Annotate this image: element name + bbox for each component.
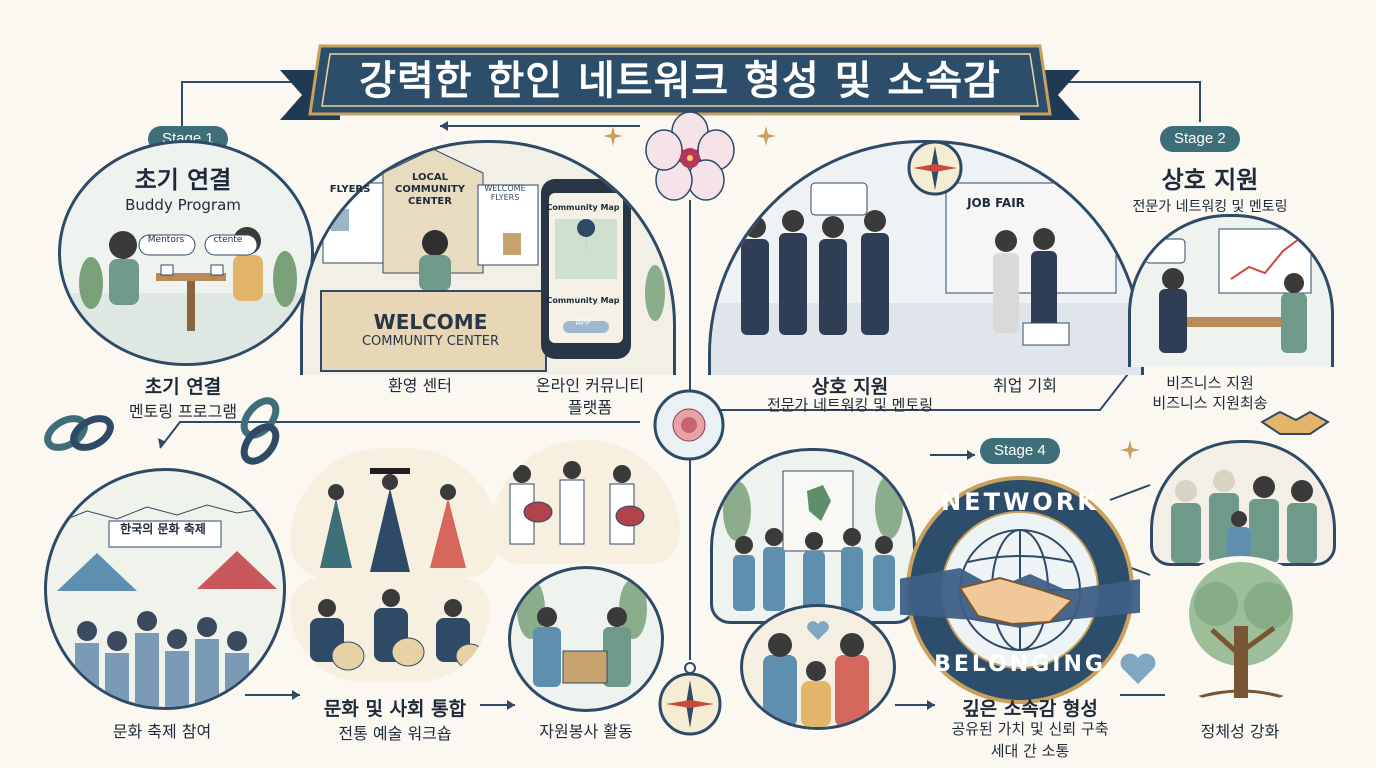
business-support-caption-2: 비즈니스 지원최송 xyxy=(1152,394,1268,412)
festival-caption: 문화 축제 참여 xyxy=(112,722,212,741)
traditional-dance-illustration xyxy=(320,468,466,572)
center-sign-line3: CENTER xyxy=(408,196,452,207)
business-support-scene xyxy=(1128,214,1334,367)
phone-map-bottom: Community Map xyxy=(546,296,620,305)
flyers-label: FLYERS xyxy=(329,184,371,195)
culture-caption-title: 문화 및 사회 통합 xyxy=(323,698,467,720)
volunteer-scene xyxy=(508,566,664,712)
family-illustration xyxy=(763,633,869,727)
workshop-drummers-illustration xyxy=(310,589,485,671)
festival-illustration xyxy=(56,504,277,707)
drum-performers-illustration xyxy=(509,461,645,545)
workshop-scene xyxy=(290,578,490,682)
hibiscus-flower-icon xyxy=(645,111,735,201)
desk-title: WELCOME xyxy=(373,310,488,334)
mutual-support-caption-sub: 전문가 네트워킹 및 멘토링 xyxy=(766,396,934,414)
bubble-mentors: Mentors xyxy=(147,235,185,245)
generations-scene xyxy=(1150,440,1336,566)
community-circle-scene xyxy=(710,448,916,624)
welcome-center-caption: 환영 센터 xyxy=(388,376,452,395)
title-banner-shape xyxy=(280,44,1080,120)
stage1-subtitle: Buddy Program xyxy=(125,196,241,214)
tree-icon xyxy=(1189,562,1293,700)
stage4-caption-title: 깊은 소속감 형성 xyxy=(962,698,1098,720)
network-belonging-emblem xyxy=(900,476,1140,704)
compass-icon xyxy=(907,140,963,196)
festival-banner: 한국의 문화 축제 xyxy=(120,522,206,536)
sparkle-icon xyxy=(756,126,776,146)
handshake-icon xyxy=(1260,410,1330,435)
job-opportunity-caption: 취업 기회 xyxy=(993,376,1057,395)
sparkle-icon xyxy=(1120,440,1140,460)
dance-scene xyxy=(290,448,500,578)
chain-link-icon xyxy=(240,397,280,465)
center-sign-line1: LOCAL xyxy=(412,172,448,183)
pocket-compass-icon xyxy=(658,662,722,736)
stage2-title: 상호 지원 xyxy=(1161,166,1259,194)
business-meeting-illustration xyxy=(1144,228,1312,353)
stage2-badge: Stage 2 xyxy=(1160,126,1240,152)
online-caption-1: 온라인 커뮤니티 xyxy=(535,376,645,395)
emblem-top-text: NETWORK xyxy=(941,488,1099,516)
title-banner: 강력한 한인 네트워크 형성 및 소속감 xyxy=(359,58,1001,104)
online-caption-2: 플랫폼 xyxy=(567,398,613,417)
stage1-caption-sub: 멘토링 프로그램 xyxy=(128,402,238,421)
heart-icon xyxy=(1120,653,1156,684)
business-support-caption-1: 비즈니스 지원 xyxy=(1166,374,1254,392)
emblem-bottom-text: BELONGING xyxy=(934,652,1106,677)
multigeneration-family-illustration xyxy=(1171,470,1317,563)
mutual-support-caption: 상호 지원 xyxy=(811,376,889,398)
networking-illustration xyxy=(711,182,1141,375)
volunteer-caption: 자원봉사 활동 xyxy=(539,722,633,741)
stage1-caption-title: 초기 연결 xyxy=(144,376,222,398)
stage4-caption-sub1: 공유된 가치 및 신뢰 구축 xyxy=(951,720,1109,738)
center-sign-line2: COMMUNITY xyxy=(394,184,465,195)
culture-caption-sub: 전통 예술 워크숍 xyxy=(338,724,452,743)
sparkle-icon xyxy=(603,126,623,146)
bubble-ctente: ctente xyxy=(213,235,243,245)
identity-caption: 정체성 강화 xyxy=(1200,722,1280,741)
stage1-title: 초기 연결 xyxy=(134,166,232,194)
phone-map-title: Community Map xyxy=(546,203,620,212)
job-fair-sign: JOB FAIR xyxy=(967,196,1025,210)
stage2-subtitle: 전문가 네트워킹 및 멘토링 xyxy=(1132,199,1288,215)
rose-medallion-icon xyxy=(653,389,725,461)
welcome-flyers-label: WELCOME FLYERS xyxy=(484,184,526,202)
chain-link-icon xyxy=(44,415,114,451)
volunteer-illustration xyxy=(517,579,647,687)
stage4-caption-sub2: 세대 간 소통 xyxy=(990,742,1070,760)
desk-subtitle: COMMUNITY CENTER xyxy=(361,334,500,349)
festival-scene xyxy=(44,468,286,710)
stage4-badge: Stage 4 xyxy=(980,438,1060,464)
welcome-desk-illustration xyxy=(320,148,665,372)
identity-tree-scene xyxy=(1156,556,1326,706)
community-circle-illustration xyxy=(723,470,903,611)
phone-app-button: APP xyxy=(575,318,591,327)
heart-icon xyxy=(807,621,829,640)
